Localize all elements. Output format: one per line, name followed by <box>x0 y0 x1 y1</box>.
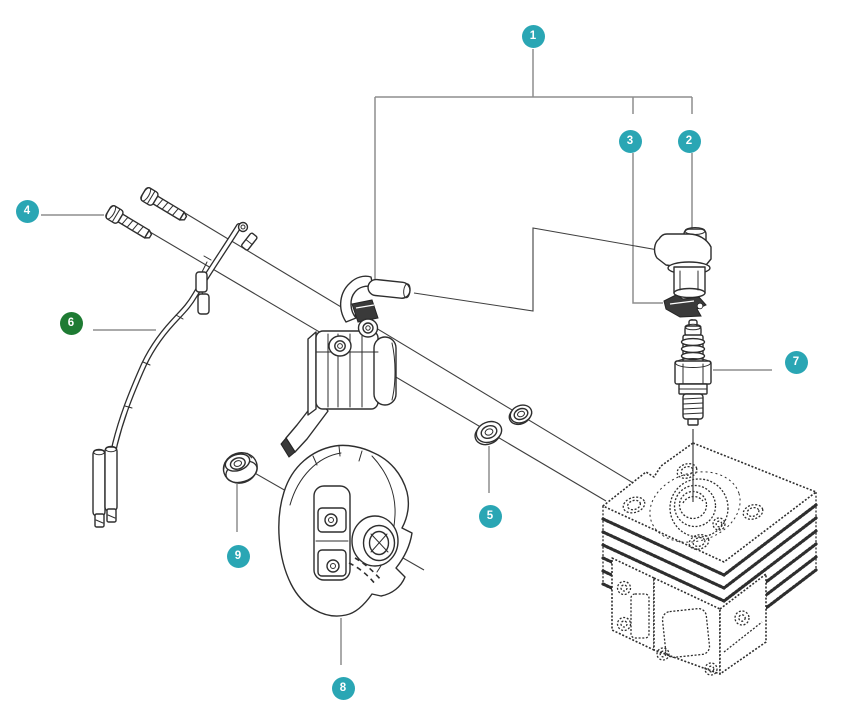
flange-nut-drawing <box>222 452 258 484</box>
callout-badge-8[interactable]: 8 <box>331 676 355 700</box>
callout-leader-lines <box>41 49 772 665</box>
callout-badge-1[interactable]: 1 <box>521 24 545 48</box>
ignition-module-drawing <box>280 275 411 458</box>
spark-plug-boot-drawing <box>653 227 712 299</box>
flywheel-drawing <box>278 444 413 617</box>
terminal-clip-drawing <box>663 294 707 318</box>
callout-badge-6[interactable]: 6 <box>59 311 83 335</box>
callout-badge-7[interactable]: 7 <box>784 350 808 374</box>
callout-badge-3[interactable]: 3 <box>618 129 642 153</box>
mounting-screws-drawing <box>105 187 188 239</box>
spark-plug-drawing <box>674 319 712 426</box>
cylinder-drawing <box>601 429 818 676</box>
callout-badge-5[interactable]: 5 <box>478 504 502 528</box>
small-nuts-drawing <box>474 404 533 446</box>
callout-badge-2[interactable]: 2 <box>677 129 701 153</box>
assembly-axis-lines <box>149 212 693 571</box>
callout-badge-4[interactable]: 4 <box>15 199 39 223</box>
callout-badge-9[interactable]: 9 <box>226 544 250 568</box>
ignition-wire-drawing <box>92 221 258 528</box>
